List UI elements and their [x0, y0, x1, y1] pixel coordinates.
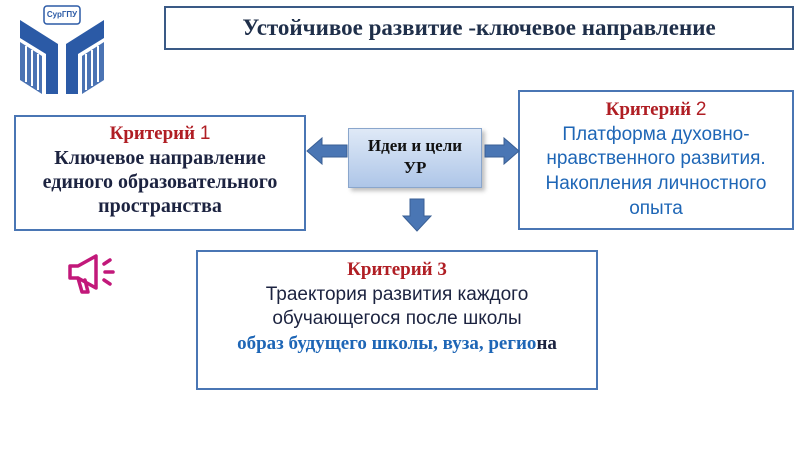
criterion-1-line: Ключевое направление	[54, 146, 266, 169]
criterion-2-line: нравственного развития.	[546, 148, 766, 170]
university-logo-icon: СурГПУ	[14, 2, 110, 98]
criterion-3-heading: Критерий 3	[347, 259, 447, 280]
ideas-goals-box: Идеи и цели УР	[348, 128, 482, 188]
center-line-2: УР	[403, 158, 427, 178]
criterion-2-line: опыта	[629, 197, 683, 219]
arrow-right-icon	[484, 137, 520, 165]
criterion-3-line: обучающегося после школы	[272, 308, 522, 330]
criterion-2-line: Платформа духовно-	[562, 123, 750, 145]
title-text: Устойчивое развитие -ключевое направлени…	[242, 15, 716, 40]
criterion-2-line: Накопления личностного	[545, 173, 767, 195]
criterion-1-line: пространства	[98, 194, 222, 217]
criterion-3-line: Траектория развития каждого	[265, 283, 529, 305]
criterion-3-bold-line: образ будущего школы, вуза, региона	[237, 333, 557, 355]
criterion-3-box: Критерий 3 Траектория развития каждого о…	[196, 250, 598, 390]
logo-text: СурГПУ	[46, 10, 78, 19]
criterion-2-box: Критерий 2 Платформа духовно- нравственн…	[518, 90, 794, 230]
page-title: Устойчивое развитие -ключевое направлени…	[164, 6, 794, 50]
center-line-1: Идеи и цели	[367, 136, 463, 155]
arrow-left-icon	[306, 137, 348, 165]
criterion-1-heading: Критерий 1	[109, 123, 211, 144]
megaphone-icon	[68, 254, 115, 294]
arrow-down-icon	[402, 198, 432, 232]
criterion-1-box: Критерий 1 Ключевое направление единого …	[14, 115, 306, 231]
criterion-2-heading: Критерий 2	[605, 99, 707, 120]
criterion-1-line: единого образовательного	[42, 170, 278, 193]
